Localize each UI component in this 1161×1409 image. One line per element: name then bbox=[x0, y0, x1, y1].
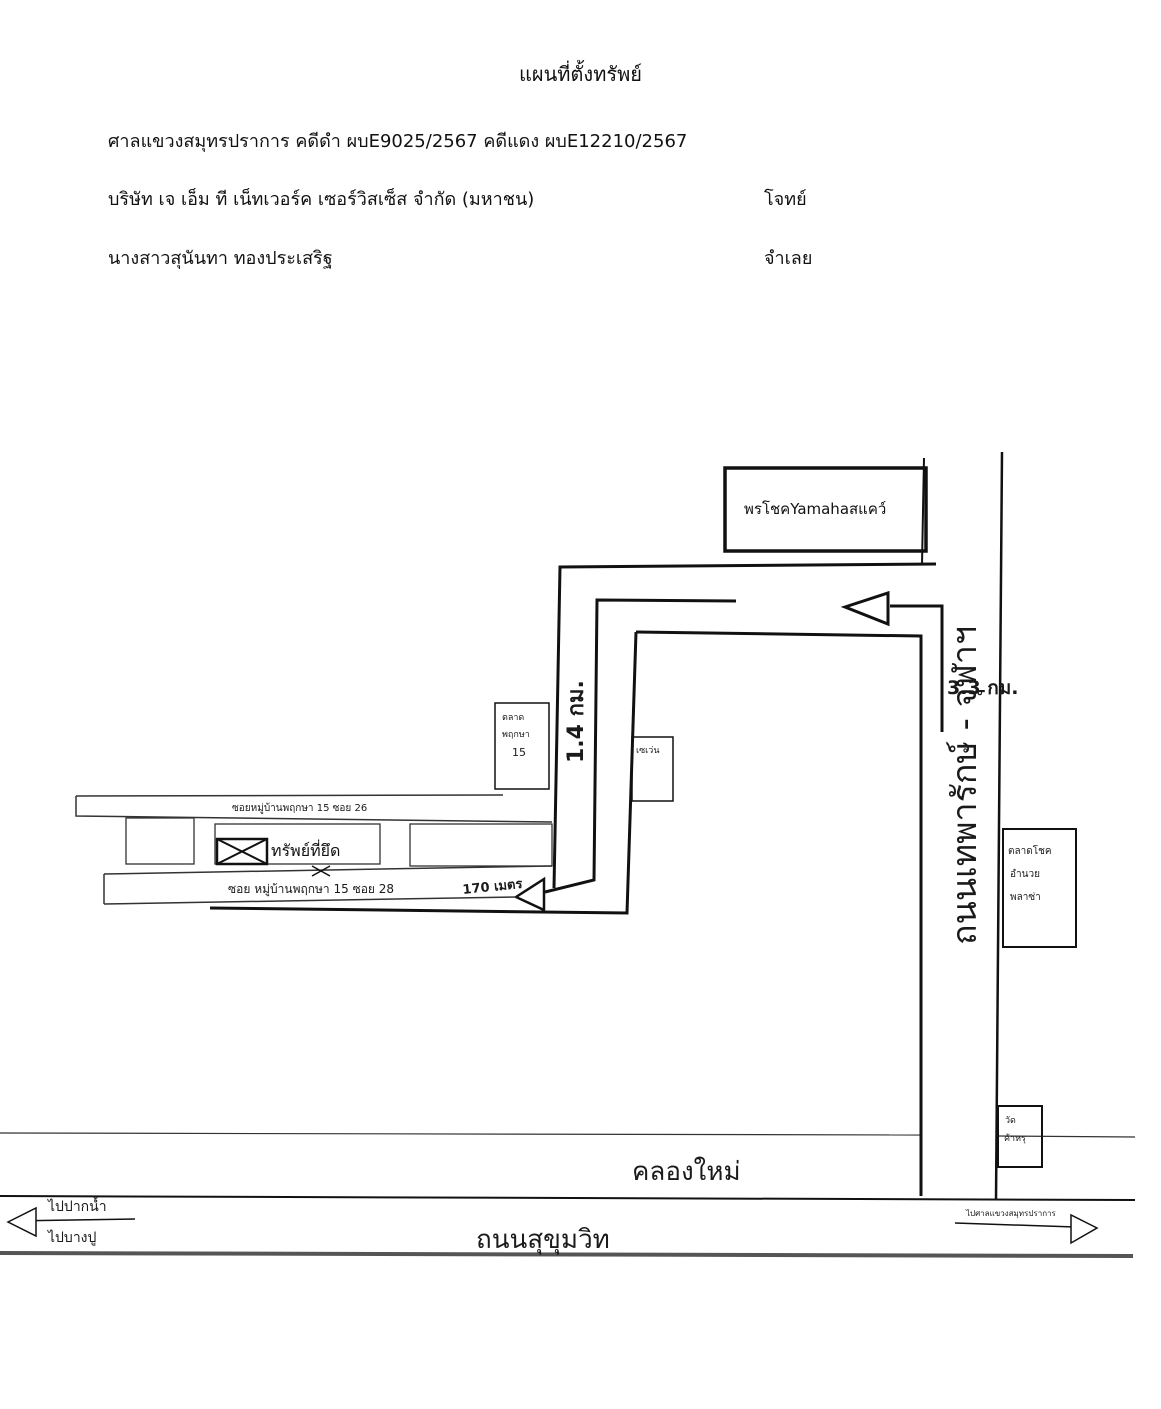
house-plot-3 bbox=[409, 823, 553, 867]
page-title: แผนที่ตั้งทรัพย์ bbox=[518, 62, 643, 86]
distance-170m-label: 170 เมตร bbox=[462, 877, 523, 898]
canal-label: คลองใหม่ bbox=[632, 1157, 741, 1187]
canal-line-east bbox=[997, 1135, 1136, 1138]
arrow-east-icon bbox=[1070, 1213, 1099, 1245]
seven-eleven-box bbox=[631, 736, 674, 802]
plaintiff-name: บริษัท เจ เอ็ม ที เน็ทเวอร์ค เซอร์วิสเซ็… bbox=[108, 189, 535, 210]
route-line-lower bbox=[209, 631, 638, 915]
pruksa-market-label-3: 15 bbox=[512, 746, 526, 759]
house-plot-1 bbox=[125, 817, 195, 865]
soi-26-edge bbox=[75, 796, 553, 823]
sukhumvit-road-label: ถนนสุขุมวิท bbox=[476, 1225, 610, 1255]
to-bang-pu-label: ไปบางปู bbox=[47, 1229, 97, 1246]
defendant-name: นางสาวสุนันทา ทองประเสริฐ bbox=[108, 248, 333, 269]
arrow-west-icon bbox=[6, 1206, 37, 1238]
soi-26-label: ซอยหมู่บ้านพฤกษา 15 ซอย 26 bbox=[232, 802, 367, 814]
route-line-upper bbox=[552, 562, 937, 889]
yamaha-shop-box bbox=[723, 466, 928, 553]
amnuay-market-label-2: อำนวย bbox=[1010, 869, 1040, 880]
route-arrow-head-soi28 bbox=[513, 876, 546, 912]
soi-route-outer bbox=[635, 630, 923, 1196]
sukhumvit-road-top-edge bbox=[0, 1195, 1136, 1201]
distance-3-3km-label: 3.3 กม. bbox=[947, 677, 1019, 699]
amnuay-market-label-3: พลาซ่า bbox=[1010, 892, 1041, 903]
seized-marker-cross-b bbox=[216, 838, 268, 865]
soi-28-label: ซอย หมู่บ้านพฤกษา 15 ซอย 28 bbox=[228, 882, 394, 897]
route-arrow-shaft bbox=[890, 604, 944, 732]
seized-property-label: ทรัพย์ที่ยึด bbox=[271, 839, 340, 860]
to-pak-nam-label: ไปปากน้ำ bbox=[47, 1196, 107, 1215]
seized-pointer-x-b bbox=[311, 865, 331, 877]
defendant-role: จำเลย bbox=[764, 248, 813, 269]
soi-28-top-edge bbox=[103, 865, 553, 875]
distance-1-4km-label: 1.4 กม. bbox=[564, 680, 589, 763]
pruksa-market-box bbox=[494, 702, 550, 790]
wat-khae-label-1: วัด bbox=[1005, 1116, 1016, 1126]
thepharak-road-label: ถนนเทพารักษ์ - จุฬาฯ bbox=[945, 626, 985, 945]
house-plot-seized bbox=[214, 823, 381, 865]
to-court-label: ไปศาลแขวงสมุทรปราการ bbox=[965, 1209, 1057, 1218]
wat-khae-label-2: ค้าหรุ bbox=[1004, 1133, 1026, 1144]
soi-26-top-edge bbox=[75, 794, 504, 797]
court-case-line: ศาลแขวงสมุทรปราการ คดีดำ ผบE9025/2567 คด… bbox=[108, 131, 688, 152]
plaintiff-role: โจทย์ bbox=[764, 189, 807, 210]
thepharak-road-line bbox=[994, 451, 1004, 1201]
route-arrow-head-west bbox=[840, 590, 890, 627]
seized-property-marker bbox=[215, 837, 269, 866]
route-line-direction bbox=[544, 598, 737, 894]
pruksa-market-label-2: พฤกษา bbox=[502, 730, 530, 740]
amnuay-market-label-1: ตลาดโชค bbox=[1008, 844, 1052, 857]
seven-eleven-label: เซเว่น bbox=[636, 746, 659, 756]
soi-28-bottom-edge bbox=[103, 896, 517, 905]
yamaha-shop-label: พรโชคYamahaสแคว์ bbox=[744, 500, 886, 518]
thepharak-road-west-edge-top bbox=[921, 457, 925, 566]
canal-line bbox=[0, 1132, 923, 1136]
pruksa-market-label-1: ตลาด bbox=[502, 713, 524, 723]
sukhumvit-road-bottom-edge bbox=[0, 1251, 1134, 1258]
direction-line-east bbox=[954, 1222, 1076, 1228]
wat-khae-box bbox=[997, 1105, 1043, 1168]
amnuay-market-box bbox=[1002, 828, 1077, 948]
